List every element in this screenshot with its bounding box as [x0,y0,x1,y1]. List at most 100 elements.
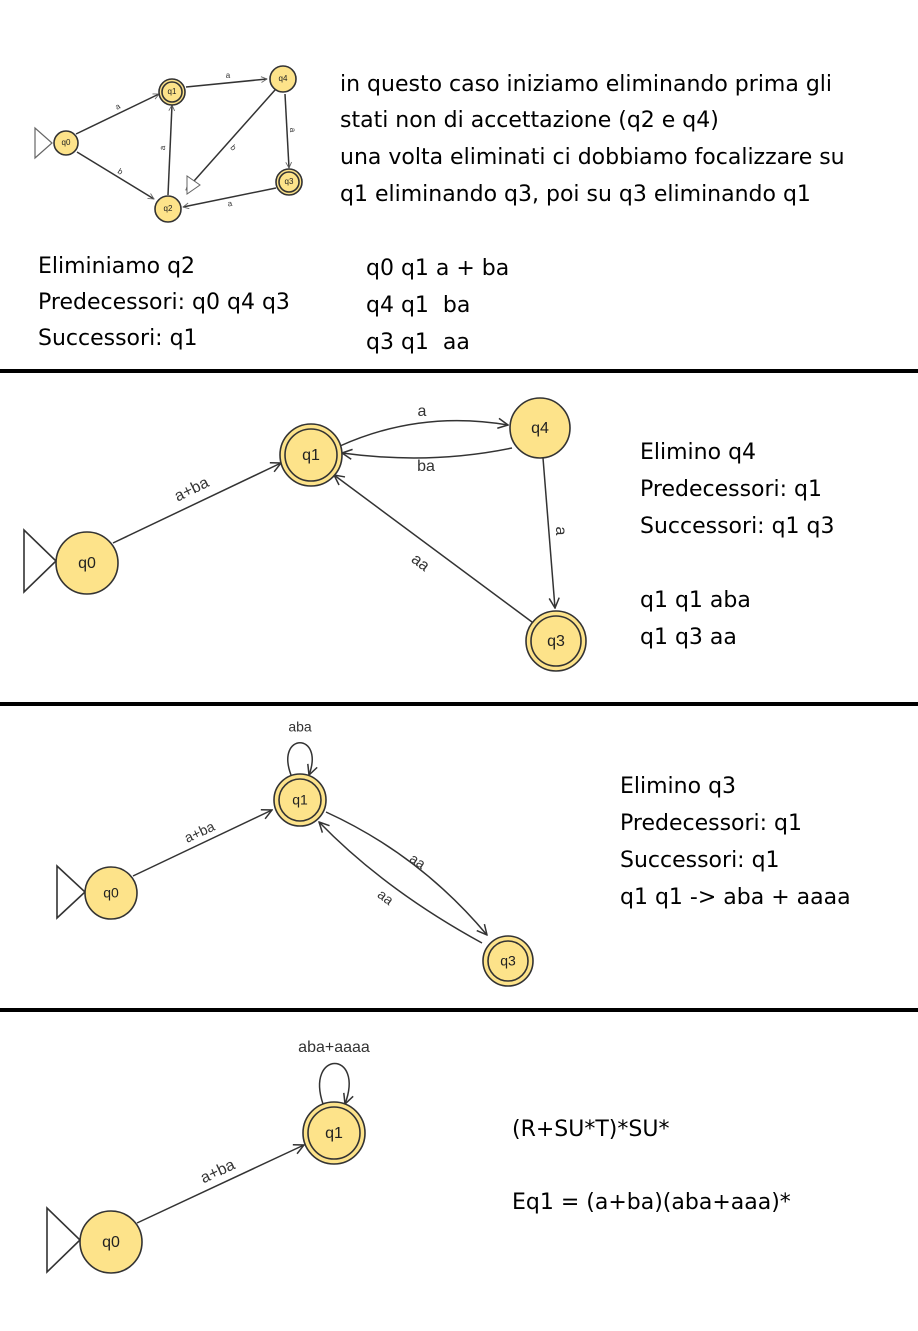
step-title: Elimino q3 [620,774,737,799]
state-q1 [279,423,343,487]
edge-label: aa [375,886,397,908]
edge-label: aba+aaaa [298,1039,370,1056]
state-q0 [79,1210,143,1274]
state-q0 [55,531,119,595]
edge-q4-q3 [284,93,289,168]
diagram-3: q0 q1 q3 aba a+ba aa aa [56,719,534,987]
state-label-q0: q0 [78,555,96,572]
divider [0,369,918,373]
edge-q1-q3 [325,811,487,935]
edge-label: a [114,101,122,111]
state-label-q3: q3 [285,177,294,186]
transition: q1 q3 aa [640,625,737,650]
step-predecessors: Predecessori: q1 [620,811,803,836]
edge-label: a [158,145,167,150]
state-label-q3: q3 [547,633,565,650]
step-predecessors: Predecessori: q0 q4 q3 [38,290,290,315]
state-q0 [53,130,79,156]
state-label-q1: q1 [302,447,320,464]
edge-label: ba [417,458,435,475]
edge-q1-q4 [339,421,508,447]
state-label-q4: q4 [531,420,549,437]
state-label-q1: q1 [292,792,308,808]
equation: Eq1 = (a+ba)(aba+aaa)* [512,1190,791,1215]
transition: q1 q1 aba [640,588,751,613]
edge-label: aa [407,850,429,872]
state-label-q0: q0 [103,885,119,901]
state-q3 [482,935,534,987]
state-q3 [275,168,303,196]
divider [0,1008,918,1012]
edge-q3-q1 [319,822,483,944]
state-q1-accept-ring [161,81,183,103]
state-label-q0: q0 [62,138,71,147]
state-q4 [269,65,297,93]
edge-label: b [228,143,238,153]
state-label-q3: q3 [500,953,516,969]
edge-q0-q2 [76,151,154,200]
edge-q0-q1 [112,463,281,544]
state-q3-accept-ring [487,940,529,982]
edge-q0-q1 [132,810,272,877]
state-q1-accept-ring [278,778,322,822]
edge-label: a [227,199,233,209]
state-q1-accept-ring [284,428,338,482]
edge-q1-q4 [185,79,267,88]
edge-q4-q1 [342,447,513,458]
divider [0,702,918,706]
state-label-q2: q2 [164,204,173,213]
state-label-q1: q1 [168,87,177,96]
edge-q0-q1 [136,1145,304,1224]
edge-q3-q1 [334,475,533,623]
intro-line: in questo caso iniziamo eliminando prima… [340,72,833,97]
edge-q2-q1 [167,105,172,196]
step-predecessors: Predecessori: q1 [640,477,823,502]
edge-self-q1 [287,742,312,775]
state-q4 [509,397,571,459]
start-arrow [56,864,87,920]
edge-q4-q3 [542,457,555,608]
state-q1 [302,1101,366,1165]
edge-label: aa [408,551,433,575]
intro-line: una volta eliminati ci dobbiamo focalizz… [340,145,845,170]
step-successors: Successori: q1 [620,848,780,873]
state-q3 [525,610,587,672]
edge-label: a+ba [182,818,218,846]
step-title: Eliminiamo q2 [38,254,196,279]
state-q2 [154,195,182,223]
transition: q3 q1 aa [366,330,470,355]
intro-line: stati non di accettazione (q2 e q4) [340,108,719,133]
start-arrow [23,528,58,594]
edge-q0-q1 [75,93,159,135]
edge-label: a+ba [198,1156,238,1187]
state-q3-accept-ring [278,171,300,193]
edge-self-q1 [318,1062,350,1105]
diagram-2: q0 q1 q4 q3 a+ba a ba a aa [23,397,587,672]
state-label-q4: q4 [279,74,288,83]
step-successors: Successori: q1 [38,326,198,351]
state-q1 [158,78,186,106]
edge-label: a [418,403,427,420]
edge-q4-q2 [186,89,276,190]
step-title: Elimino q4 [640,440,757,465]
edge-q3-q2 [183,187,277,207]
state-q1-accept-ring [307,1106,361,1160]
diagram-1-small: q0 q1 q4 q2 q3 a a b a b a a [34,65,303,223]
start-arrow [46,1206,82,1274]
edge-label: a [288,128,297,133]
step-successors: Successori: q1 q3 [640,514,835,539]
edge-label: b [116,167,125,177]
state-q0 [84,866,138,920]
state-label-q1: q1 [325,1125,343,1142]
transition: q4 q1 ba [366,293,471,318]
start-arrow [34,126,53,160]
transition: q1 q1 -> aba + aaaa [620,885,851,910]
transition: q0 q1 a + ba [366,256,510,281]
edge-label: a [226,71,231,80]
edge-label: a+ba [172,474,212,505]
start-arrow-q2 [186,175,201,195]
state-q1 [273,773,327,827]
intro-line: q1 eliminando q3, poi su q3 eliminando q… [340,182,811,207]
